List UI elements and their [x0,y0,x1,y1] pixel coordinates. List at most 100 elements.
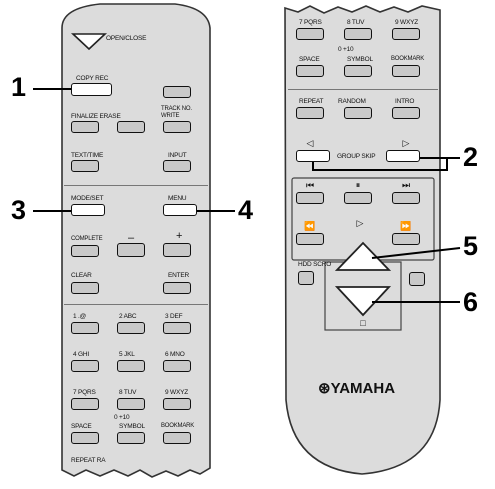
skip-back-button[interactable] [296,192,324,204]
mode-set-label: MODE/SET [71,195,104,202]
key-2-button[interactable] [117,322,145,334]
key-6-button[interactable] [163,360,191,372]
group-skip-label: GROUP SKIP [337,153,376,160]
input-button[interactable] [163,160,191,172]
hdd-scroll-button[interactable] [298,271,314,285]
key-4-button[interactable] [71,360,99,372]
key-label: 7 PQRS [73,389,96,396]
callout-1: 1 [11,72,27,102]
key-label: 7 PQRS [299,19,322,26]
random-label: RANDOM [338,98,366,105]
separator [288,89,438,90]
callout-5-leader [371,247,461,259]
open-close-triangle-icon [70,33,108,51]
mode-set-button[interactable] [71,204,105,216]
clear-button[interactable] [71,282,99,294]
callout-1-leader [33,88,71,90]
key-label: 4 GHI [73,351,89,358]
intro-label: INTRO [395,98,415,105]
intro-button[interactable] [392,107,420,119]
key-label: 8 TUV [347,19,365,26]
text-time-button[interactable] [71,160,99,172]
key-8-button[interactable] [117,398,145,410]
stop-icon: □ [360,318,366,328]
key-7-button[interactable] [296,28,324,40]
key-label: 1 .@ [73,313,87,320]
skip-forward-button[interactable] [392,192,420,204]
key-7-button[interactable] [71,398,99,410]
bookmark-label: BOOKMARK [161,423,195,429]
finalize-button[interactable] [71,121,99,133]
key-3-button[interactable] [163,322,191,334]
key-5-button[interactable] [117,360,145,372]
open-close-label: OPEN/CLOSE [106,35,147,42]
symbol-label: SYMBOL [347,56,373,63]
callout-2-leader [420,157,460,159]
group-skip-prev-button[interactable] [296,150,330,162]
fast-forward-icon: ⏩ [400,221,412,231]
key-label: 8 TUV [119,389,137,396]
erase-button[interactable] [117,121,145,133]
complete-button[interactable] [71,245,99,257]
group-skip-next-button[interactable] [386,150,420,162]
text-time-label: TEXT/TIME [71,152,104,159]
space-button[interactable] [296,65,324,77]
plus-button[interactable] [163,243,191,257]
copy-rec-label: COPY REC [76,75,109,82]
finalize-erase-label: FINALIZE ERASE [71,113,121,120]
minus-button[interactable] [117,243,145,257]
play-icon: ▷ [356,218,364,228]
input-label: INPUT [168,152,187,159]
menu-button[interactable] [163,204,197,216]
repeat-button[interactable] [296,107,324,119]
space-button[interactable] [71,432,99,444]
key-label: 6 MNO [165,351,185,358]
key-label: 9 WXYZ [395,19,418,26]
copy-rec-button[interactable] [71,83,112,96]
group-prev-icon: ◁ [306,138,314,148]
yamaha-logo: ⊛YAMAHA [318,379,395,397]
separator [64,185,208,186]
menu-label: MENU [168,195,187,202]
bookmark-button[interactable] [163,432,191,444]
callout-4-leader [197,210,235,212]
repeat-partial-label: REPEAT RA [71,457,106,464]
side-button[interactable] [409,272,425,286]
zero-plus10-label: 0 +10 [114,414,130,421]
track-no-top-button[interactable] [163,86,191,98]
clear-label: CLEAR [71,272,92,279]
fast-forward-button[interactable] [392,233,420,245]
callout-3: 3 [11,195,27,225]
bookmark-button[interactable] [392,65,420,77]
zero-plus10-label: 0 +10 [338,46,354,53]
right-remote-body [284,5,441,475]
skip-forward-icon: ⏭ [401,180,411,190]
pause-icon: ⏸ [355,180,361,190]
key-label: 5 JKL [119,351,135,358]
track-no-write-label: TRACK NO. WRITE [161,106,192,119]
pause-button[interactable] [344,192,372,204]
complete-label: COMPLETE [71,236,103,242]
symbol-button[interactable] [344,65,372,77]
callout-6: 6 [463,287,479,317]
callout-2: 2 [463,142,479,172]
enter-label: ENTER [168,272,190,279]
key-9-button[interactable] [392,28,420,40]
rewind-icon: ⏪ [304,221,316,231]
callout-5: 5 [463,231,479,261]
track-no-write-button[interactable] [163,121,191,133]
key-label: 3 DEF [165,313,183,320]
space-label: SPACE [299,56,320,63]
symbol-label: SYMBOL [119,423,145,430]
enter-button[interactable] [163,282,191,294]
hdd-scroll-label: HDD SCRO [298,261,332,268]
random-button[interactable] [344,107,372,119]
symbol-button[interactable] [117,432,145,444]
key-1-button[interactable] [71,322,99,334]
brand-name: YAMAHA [330,380,396,397]
rewind-button[interactable] [296,233,324,245]
minus-label: – [128,232,134,244]
key-9-button[interactable] [163,398,191,410]
key-8-button[interactable] [344,28,372,40]
